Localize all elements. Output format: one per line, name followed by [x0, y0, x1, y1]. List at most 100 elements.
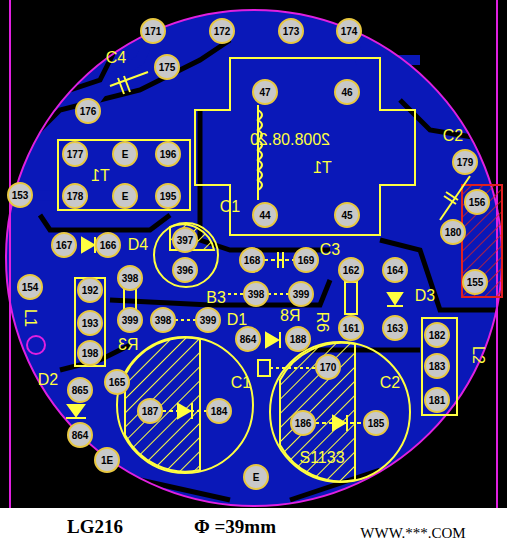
pad-number: 397 — [177, 235, 194, 246]
pad — [425, 354, 449, 378]
pad — [441, 220, 465, 244]
pad — [289, 282, 313, 306]
pad-number: 161 — [343, 323, 360, 334]
pad-number: 181 — [429, 395, 446, 406]
pad — [253, 80, 277, 104]
pad — [337, 19, 361, 43]
part-name: C1 — [220, 198, 240, 216]
pad-number: 156 — [469, 197, 486, 208]
part-name: T1 — [91, 167, 110, 185]
traces — [20, 31, 420, 196]
label-holder: D4 — [128, 236, 148, 254]
pad — [316, 355, 340, 379]
label-holder: 174 — [341, 26, 358, 37]
pad-number: 154 — [22, 282, 39, 293]
label-holder: 155 — [467, 277, 484, 288]
label-holder: 183 — [429, 361, 446, 372]
pad — [18, 275, 42, 299]
label-holder: R8 — [280, 307, 300, 325]
pad — [383, 258, 407, 282]
pad-number: 399 — [293, 289, 310, 300]
pad-number: 165 — [109, 377, 126, 388]
part-name: C2 — [443, 127, 463, 145]
label-holder: E — [122, 149, 129, 160]
part-name: R8 — [280, 307, 300, 325]
pad — [453, 150, 477, 174]
pad — [118, 308, 142, 332]
label-holder: 193 — [82, 318, 99, 329]
label-holder: R6 — [312, 313, 332, 331]
pad — [113, 142, 137, 166]
pad — [151, 308, 175, 332]
label-holder: D1 — [227, 311, 247, 329]
label-holder: 162 — [343, 265, 360, 276]
pad — [8, 183, 32, 207]
pad-number: 169 — [298, 255, 315, 266]
capacitor-outline — [117, 337, 253, 473]
label-holder: 187 — [142, 406, 159, 417]
pad — [173, 228, 197, 252]
label-holder: T1 — [313, 159, 332, 177]
pad — [113, 184, 137, 208]
part-name: D3 — [415, 287, 435, 305]
label-holder: E — [122, 191, 129, 202]
pad-number: 46 — [341, 87, 352, 98]
label-holder: C2 — [443, 127, 463, 145]
part-name: L1 — [21, 309, 39, 327]
pad — [138, 399, 162, 423]
pad — [291, 411, 315, 435]
pad — [240, 248, 264, 272]
pad-number: 44 — [259, 210, 270, 221]
pad — [286, 327, 310, 351]
inductor-outline — [422, 318, 457, 415]
label-holder: 176 — [80, 106, 97, 117]
pad — [425, 323, 449, 347]
label-holder: 864 — [240, 334, 257, 345]
caption-text: Φ =39mm — [194, 516, 276, 538]
label-holder: 173 — [283, 26, 300, 37]
pad-number: 177 — [67, 149, 84, 160]
label-holder: C1 — [231, 374, 251, 392]
pad-number: 180 — [445, 227, 462, 238]
pad-number: 187 — [142, 406, 159, 417]
pad-number: 172 — [214, 26, 231, 37]
pad — [335, 203, 359, 227]
pad — [141, 19, 165, 43]
coil-symbol — [258, 105, 262, 200]
part-outline — [58, 140, 190, 210]
part-name: C1 — [231, 374, 251, 392]
pad-number: 399 — [200, 315, 217, 326]
label-holder: 399 — [200, 315, 217, 326]
keepout — [462, 185, 502, 297]
pad — [244, 282, 268, 306]
pad-number: 178 — [67, 191, 84, 202]
copper-gaps — [20, 40, 500, 500]
label-holder: 165 — [109, 377, 126, 388]
label-holder: 166 — [100, 240, 117, 251]
label-holder: 399 — [122, 315, 139, 326]
pad-number: 170 — [320, 362, 337, 373]
pad-number: 176 — [80, 106, 97, 117]
label-holder: 398 — [248, 289, 265, 300]
label-holder: 46 — [341, 87, 352, 98]
pad-number: 188 — [290, 334, 307, 345]
pad-number: 47 — [259, 87, 270, 98]
pad — [156, 184, 180, 208]
inductor-outline — [75, 278, 105, 366]
label-holder: 170 — [320, 362, 337, 373]
pad-number: 164 — [387, 265, 404, 276]
part-name: C3 — [320, 241, 340, 259]
pad — [207, 399, 231, 423]
pad-number: 162 — [343, 265, 360, 276]
pad-number: 184 — [211, 406, 228, 417]
pad-number: 398 — [155, 315, 172, 326]
pad — [173, 258, 197, 282]
pad — [68, 423, 92, 447]
pad — [52, 233, 76, 257]
pad — [335, 80, 359, 104]
label-holder: T1 — [91, 167, 110, 185]
pad-number: E — [122, 149, 129, 160]
pad-number: 198 — [82, 348, 99, 359]
label-holder: 164 — [387, 265, 404, 276]
